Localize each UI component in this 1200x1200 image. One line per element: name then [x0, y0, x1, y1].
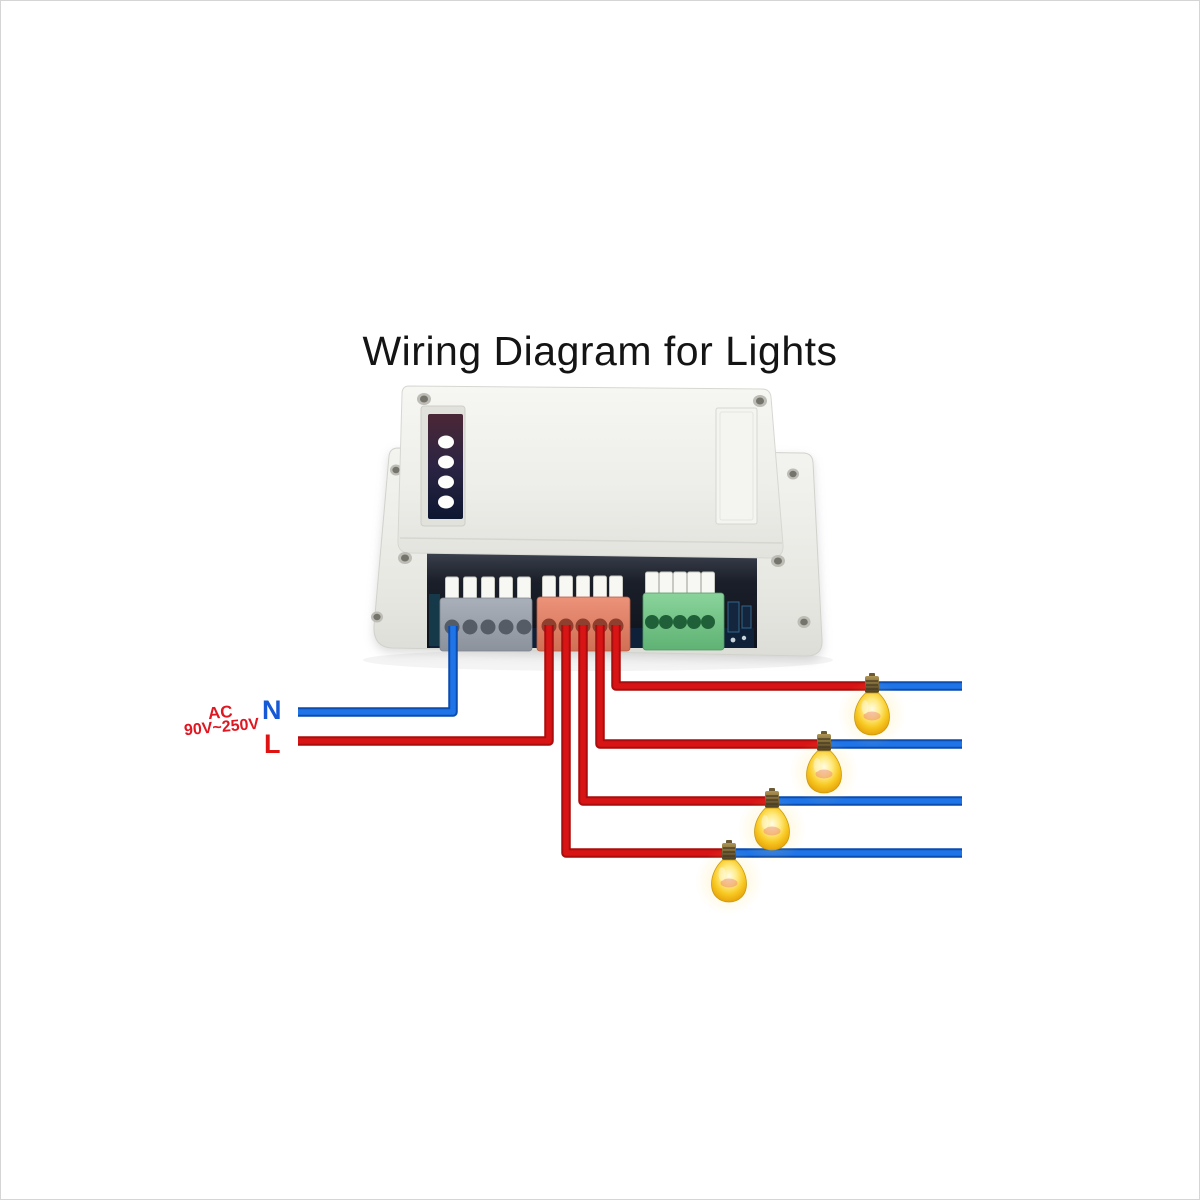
label-recess — [715, 407, 758, 525]
pcb-components — [727, 601, 752, 643]
module-button-4 — [438, 495, 454, 509]
module-button-2 — [438, 455, 454, 469]
wire-channel-4 — [561, 625, 729, 858]
terminal-block-aux — [642, 592, 725, 651]
neutral-wire-label: N — [262, 695, 282, 725]
wire-neutral-input — [298, 626, 458, 717]
module-lid — [397, 385, 784, 559]
module-button-1 — [438, 435, 454, 449]
terminal-block-neutral — [439, 597, 533, 652]
module-button-3 — [438, 475, 454, 489]
base-screw-holes — [371, 464, 811, 628]
diagram-title: Wiring Diagram for Lights — [362, 328, 838, 375]
lid-screw-holes — [398, 393, 785, 567]
terminal-levers — [445, 571, 715, 605]
wire-line-input — [298, 625, 554, 746]
button-window — [420, 405, 466, 527]
wire-channel-2 — [595, 625, 824, 749]
relay-module — [363, 385, 833, 671]
wire-channel-3 — [578, 625, 772, 806]
line-wire-label: L — [264, 729, 281, 759]
pcb-left-edge — [429, 594, 440, 646]
wire-channel-1 — [611, 625, 872, 691]
